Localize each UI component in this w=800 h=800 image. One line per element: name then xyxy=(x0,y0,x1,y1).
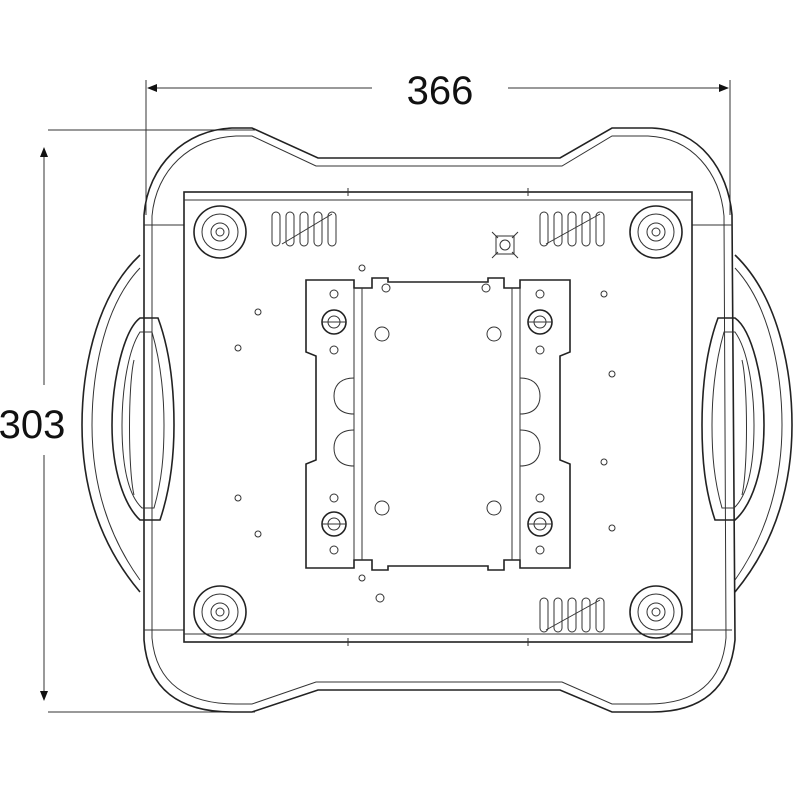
quick-lock-fastener-bottom-right xyxy=(527,493,553,555)
mounting-bracket xyxy=(305,277,571,571)
height-dimension: 303 xyxy=(0,129,255,713)
rubber-foot-bottom-left xyxy=(193,585,247,639)
rubber-foot-top-left xyxy=(193,205,247,259)
left-handle xyxy=(81,254,175,593)
vent-slots-top-right xyxy=(539,211,605,247)
quick-lock-fastener-top-right xyxy=(527,289,553,355)
vent-slots-top-left xyxy=(271,211,337,247)
housing-outline xyxy=(143,127,736,713)
base-plate xyxy=(183,188,693,646)
quick-lock-fastener-top-left xyxy=(321,289,347,355)
height-label: 303 xyxy=(0,403,65,447)
alignment-marker xyxy=(491,231,519,259)
quick-lock-fastener-bottom-left xyxy=(321,493,347,555)
rubber-foot-bottom-right xyxy=(629,585,683,639)
plate-holes xyxy=(234,264,616,603)
right-handle xyxy=(701,254,793,593)
vent-slots-bottom-right xyxy=(539,597,605,633)
width-label: 366 xyxy=(407,69,474,113)
rubber-foot-top-right xyxy=(629,205,683,259)
width-dimension: 366 xyxy=(145,69,731,215)
